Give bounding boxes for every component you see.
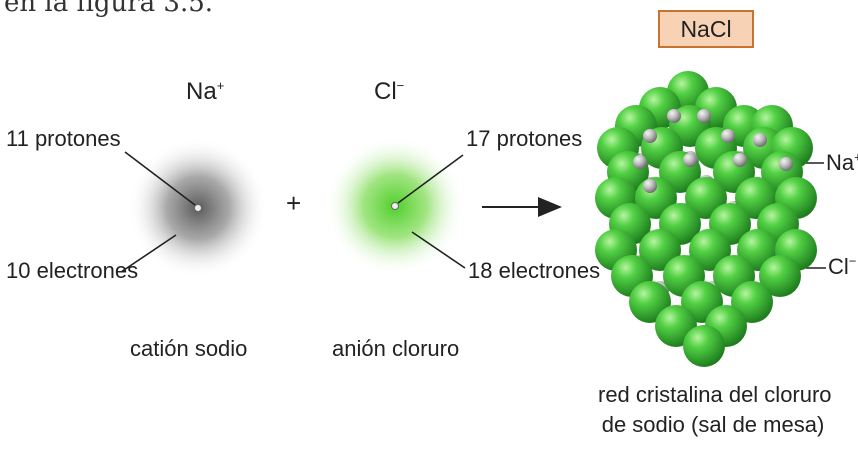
chloride-electrons-leader <box>411 231 466 269</box>
chloride-protons-leader <box>397 154 464 204</box>
chloride-ion-caption: anión cloruro <box>332 336 460 361</box>
crystal-caption-line-1: red cristalina del cloruro <box>598 382 832 407</box>
crystal-na-label: Na+ <box>826 149 858 175</box>
sodium-electrons-leader <box>120 234 177 273</box>
nacl-crystal-lattice <box>595 71 817 367</box>
sodium-ion-sphere <box>779 157 793 171</box>
sodium-nucleus <box>194 204 202 212</box>
sodium-protons-leader <box>124 151 196 206</box>
sodium-ion-sphere <box>633 155 647 169</box>
sodium-ion-sphere <box>733 153 747 167</box>
sodium-ion-sphere <box>667 109 681 123</box>
sodium-ion-sphere <box>721 129 735 143</box>
sodium-ion-sphere <box>753 133 767 147</box>
plus-sign: + <box>286 188 302 218</box>
sodium-electrons-label: 10 electrones <box>6 258 139 283</box>
sodium-ion-label: Na+ <box>186 78 225 105</box>
sodium-ion-caption: catión sodio <box>130 336 248 361</box>
sodium-ion-sphere <box>697 109 711 123</box>
sodium-ion-sphere <box>683 153 697 167</box>
sodium-ion-sphere <box>643 179 657 193</box>
chloride-ion-sphere <box>683 325 725 367</box>
sodium-protons-label: 11 protones <box>6 126 121 151</box>
chloride-protons-label: 17 protones <box>466 126 583 151</box>
chloride-nucleus <box>391 202 399 210</box>
sodium-ion-sphere <box>643 129 657 143</box>
chloride-electrons-label: 18 electrones <box>468 258 601 283</box>
nacl-formula-box: NaCl <box>658 10 754 48</box>
chloride-ion-sphere <box>759 255 801 297</box>
chloride-ion-label: Cl− <box>374 78 405 105</box>
header-text-fragment: en la figura 3.5. <box>4 0 214 18</box>
crystal-caption-line-2: de sodio (sal de mesa) <box>601 412 825 437</box>
crystal-cl-label: Cl− <box>828 253 857 279</box>
